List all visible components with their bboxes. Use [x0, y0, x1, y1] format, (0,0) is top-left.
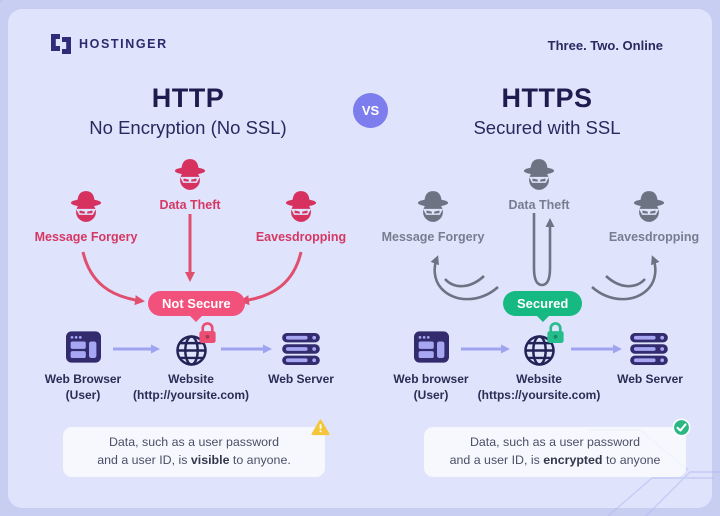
- threat-label-data-theft-https: Data Theft: [508, 198, 570, 212]
- hostinger-logo: HOSTINGER: [50, 34, 168, 54]
- hacker-icon-data-theft-http: [169, 154, 211, 192]
- hacker-icon-data-theft-https: [518, 154, 560, 192]
- secured-badge: Secured: [503, 291, 583, 316]
- web-server-icon-https: [630, 333, 668, 365]
- https-subtitle: Secured with SSL: [473, 117, 621, 139]
- insecure-padlock-icon: [197, 320, 218, 345]
- not-secure-badge: Not Secure: [148, 291, 245, 316]
- https-note-line1: Data, such as a user password: [469, 435, 641, 450]
- node-label-web-server-https: Web Server: [617, 372, 683, 386]
- check-icon: [672, 418, 691, 437]
- threat-label-eavesdropping-https: Eavesdropping: [608, 230, 700, 244]
- vs-badge: VS: [353, 93, 388, 128]
- hacker-icon-eavesdropping-http: [280, 186, 322, 224]
- http-note-line2: and a user ID, is visible to anyone.: [97, 453, 291, 467]
- web-browser-icon-http: [66, 331, 101, 363]
- brand-name: HOSTINGER: [79, 37, 168, 51]
- https-note-line2: and a user ID, is encrypted to anyone: [449, 453, 661, 467]
- warning-icon: [311, 418, 330, 437]
- hacker-icon-message-forgery-https: [412, 186, 454, 224]
- threat-label-data-theft-http: Data Theft: [159, 198, 221, 212]
- hacker-icon-eavesdropping-https: [628, 186, 670, 224]
- secure-padlock-icon: [545, 320, 566, 345]
- web-server-icon-http: [282, 333, 320, 365]
- node-label-website-https: Website (https://yoursite.com): [477, 372, 601, 402]
- http-note-box: Data, such as a user password and a user…: [63, 427, 325, 477]
- http-column-header: HTTP No Encryption (No SSL): [28, 84, 348, 139]
- hostinger-logo-icon: [50, 34, 72, 54]
- https-column-header: HTTPS Secured with SSL: [387, 84, 707, 139]
- brand-tagline: Three. Two. Online: [547, 38, 663, 53]
- http-subtitle: No Encryption (No SSL): [89, 117, 287, 139]
- node-label-web-server-http: Web Server: [268, 372, 334, 386]
- node-label-web-browser-https: Web browser (User): [393, 372, 469, 402]
- http-title: HTTP: [151, 83, 225, 113]
- node-label-web-browser-http: Web Browser (User): [44, 372, 122, 402]
- https-note-box: Data, such as a user password and a user…: [424, 427, 686, 477]
- threat-label-message-forgery-http: Message Forgery: [34, 230, 138, 244]
- web-browser-icon-https: [414, 331, 449, 363]
- threat-label-message-forgery-https: Message Forgery: [381, 230, 485, 244]
- node-label-website-http: Website (http://yoursite.com): [133, 372, 249, 402]
- http-note-line1: Data, such as a user password: [108, 435, 280, 450]
- hacker-icon-message-forgery-http: [65, 186, 107, 224]
- threat-label-eavesdropping-http: Eavesdropping: [255, 230, 347, 244]
- https-title: HTTPS: [501, 83, 593, 113]
